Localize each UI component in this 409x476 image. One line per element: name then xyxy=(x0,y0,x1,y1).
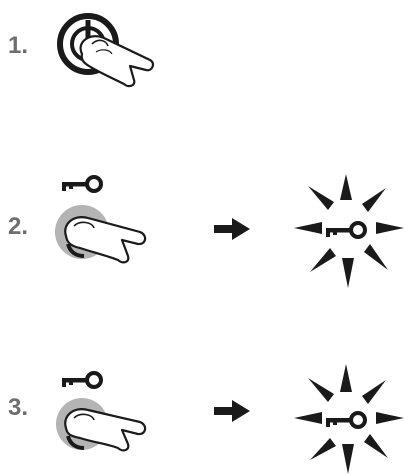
finger-icon xyxy=(64,408,147,452)
key-icon xyxy=(62,175,103,193)
step-number: 3. xyxy=(8,394,29,421)
key-icon xyxy=(326,411,367,429)
finger-icon xyxy=(79,35,155,88)
step-2: 2. xyxy=(0,170,409,300)
step-3: 3. xyxy=(0,358,409,476)
step-1: 1. xyxy=(0,0,409,110)
flashing-key-icon xyxy=(288,358,408,476)
power-button-press xyxy=(52,8,162,98)
key-button-press xyxy=(52,170,162,285)
finger-icon xyxy=(64,216,147,264)
arrow-right-icon xyxy=(214,400,250,422)
step-number: 1. xyxy=(8,32,29,59)
flashing-key-icon xyxy=(288,170,408,295)
step-number: 2. xyxy=(8,213,29,240)
flash-rays xyxy=(294,364,404,474)
flash-rays xyxy=(294,174,404,288)
arrow-right-icon xyxy=(214,218,250,240)
key-icon xyxy=(326,221,367,239)
key-button-press xyxy=(52,358,162,463)
key-icon xyxy=(62,371,103,389)
